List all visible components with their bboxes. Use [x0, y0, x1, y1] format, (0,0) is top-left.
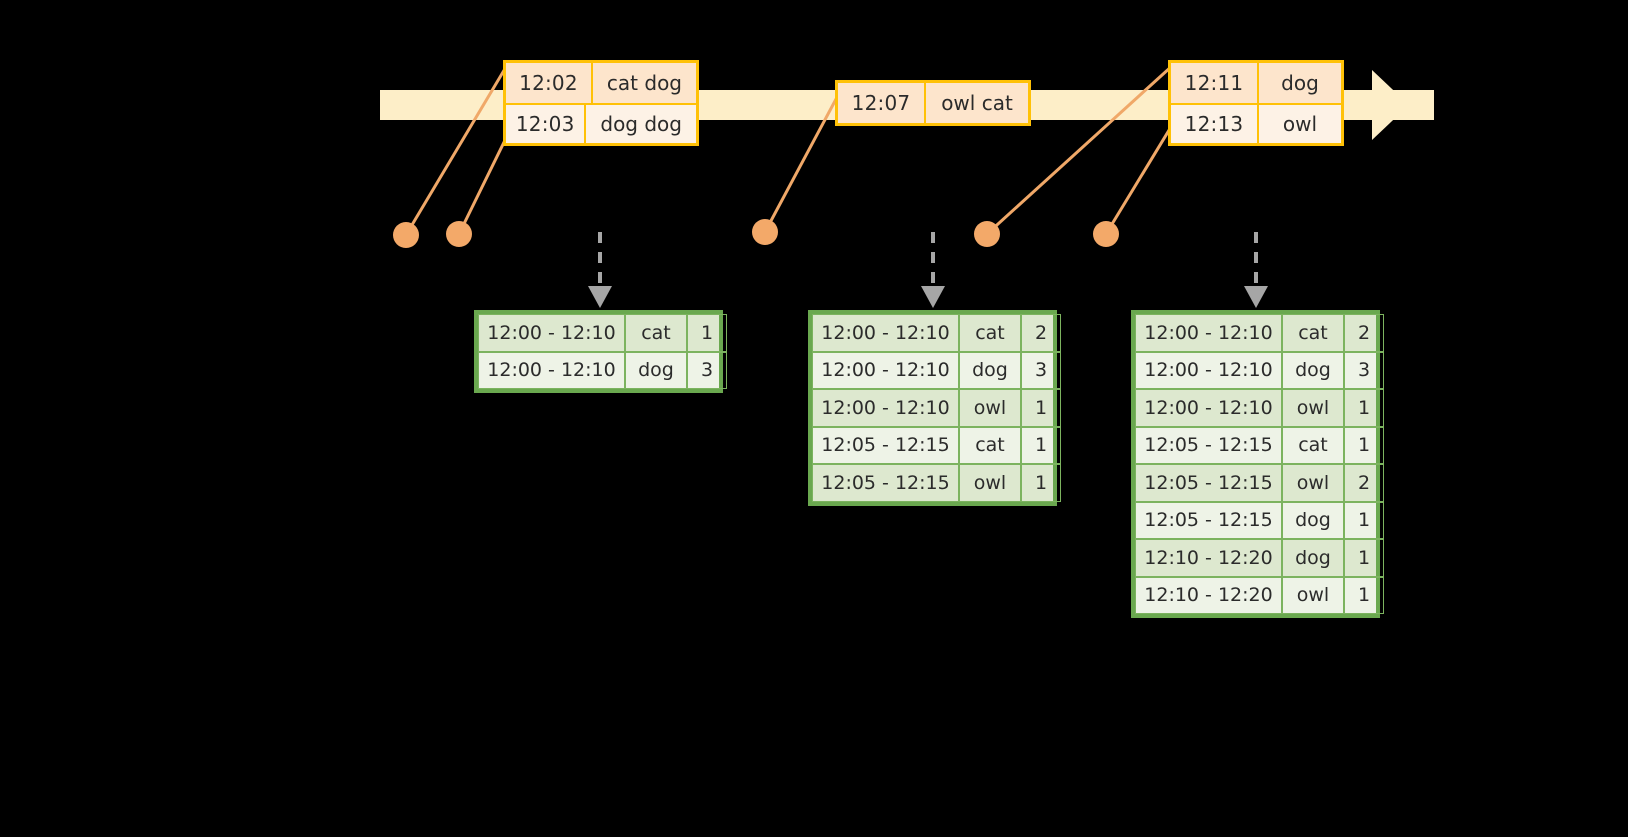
- cell-key: cat: [625, 314, 687, 352]
- event-text: dog: [1281, 71, 1319, 95]
- cell-key: dog: [625, 351, 687, 389]
- cell-key: owl: [1282, 576, 1344, 614]
- event-dot-2[interactable]: [446, 221, 472, 247]
- cell-window: 12:00 - 12:10: [1135, 314, 1282, 352]
- cell-count: 3: [687, 351, 727, 389]
- cell-window: 12:00 - 12:10: [812, 389, 959, 427]
- cell-window: 12:05 - 12:15: [812, 426, 959, 464]
- event-time: 12:03: [506, 105, 587, 143]
- connector-line-5: [1104, 121, 1176, 235]
- flow-arrow-1: [588, 232, 612, 308]
- cell-window: 12:05 - 12:15: [1135, 464, 1282, 502]
- event-row: 12:02 cat dog: [506, 63, 696, 103]
- event-dot-1[interactable]: [393, 222, 419, 248]
- cell-window: 12:00 - 12:10: [1135, 389, 1282, 427]
- cell-window: 12:00 - 12:10: [812, 351, 959, 389]
- event-dot-5[interactable]: [1093, 221, 1119, 247]
- event-text: owl: [1282, 112, 1318, 136]
- event-row: 12:11 dog: [1171, 63, 1341, 103]
- cell-count: 1: [1344, 576, 1384, 614]
- cell-key: dog: [1282, 351, 1344, 389]
- event-row: 12:13 owl: [1171, 103, 1341, 143]
- event-time: 12:02: [506, 63, 593, 103]
- cell-count: 1: [1021, 464, 1061, 502]
- flow-arrow-3: [1244, 232, 1268, 308]
- event-row: 12:03 dog dog: [506, 103, 696, 143]
- cell-count: 1: [1344, 389, 1384, 427]
- event-dot-3[interactable]: [752, 219, 778, 245]
- flow-arrow-2: [921, 232, 945, 308]
- cell-count: 1: [1344, 501, 1384, 539]
- event-text: dog dog: [600, 112, 682, 136]
- cell-key: dog: [959, 351, 1021, 389]
- cell-window: 12:05 - 12:15: [812, 464, 959, 502]
- event-dot-4[interactable]: [974, 221, 1000, 247]
- cell-window: 12:00 - 12:10: [812, 314, 959, 352]
- event-text: cat dog: [606, 71, 682, 95]
- cell-key: cat: [959, 426, 1021, 464]
- cell-window: 12:00 - 12:10: [478, 351, 625, 389]
- cell-count: 2: [1344, 464, 1384, 502]
- event-time: 12:07: [838, 83, 926, 123]
- cell-count: 1: [1344, 426, 1384, 464]
- cell-count: 1: [1021, 389, 1061, 427]
- event-box-a[interactable]: 12:02 cat dog 12:03 dog dog: [503, 60, 699, 146]
- cell-count: 3: [1021, 351, 1061, 389]
- event-row: 12:07 owl cat: [838, 83, 1028, 123]
- cell-window: 12:00 - 12:10: [1135, 351, 1282, 389]
- event-box-b[interactable]: 12:07 owl cat: [835, 80, 1031, 126]
- cell-key: cat: [1282, 314, 1344, 352]
- connector-line-1: [404, 61, 511, 236]
- event-box-c[interactable]: 12:11 dog 12:13 owl: [1168, 60, 1344, 146]
- cell-key: cat: [959, 314, 1021, 352]
- cell-key: owl: [1282, 389, 1344, 427]
- event-text: owl cat: [941, 91, 1013, 115]
- cell-window: 12:10 - 12:20: [1135, 539, 1282, 577]
- cell-window: 12:05 - 12:15: [1135, 426, 1282, 464]
- cell-window: 12:05 - 12:15: [1135, 501, 1282, 539]
- cell-key: dog: [1282, 501, 1344, 539]
- event-time: 12:13: [1171, 105, 1259, 143]
- cell-key: owl: [959, 464, 1021, 502]
- cell-window: 12:00 - 12:10: [478, 314, 625, 352]
- cell-key: cat: [1282, 426, 1344, 464]
- cell-count: 2: [1344, 314, 1384, 352]
- cell-key: owl: [1282, 464, 1344, 502]
- cell-count: 1: [1021, 426, 1061, 464]
- cell-count: 3: [1344, 351, 1384, 389]
- event-time: 12:11: [1171, 63, 1259, 103]
- cell-count: 1: [687, 314, 727, 352]
- cell-window: 12:10 - 12:20: [1135, 576, 1282, 614]
- cell-count: 2: [1021, 314, 1061, 352]
- cell-key: owl: [959, 389, 1021, 427]
- cell-key: dog: [1282, 539, 1344, 577]
- cell-count: 1: [1344, 539, 1384, 577]
